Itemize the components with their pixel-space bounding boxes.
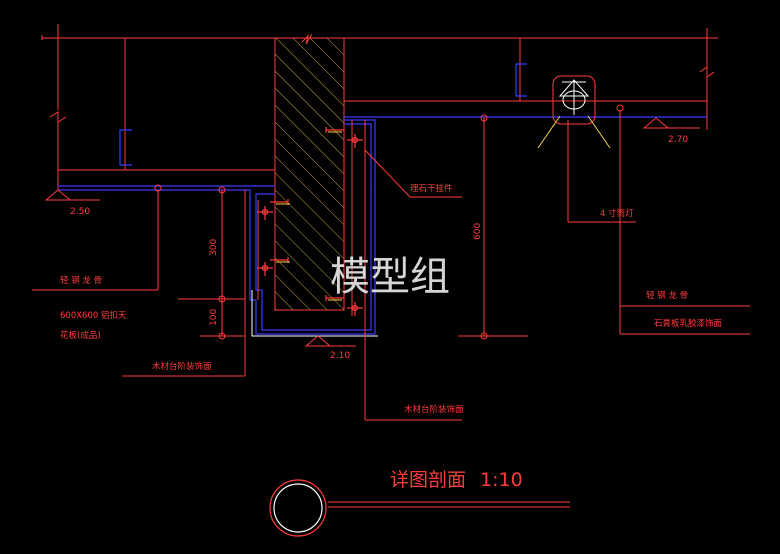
node-circles [154,104,624,340]
lamp-label: 4 寸筒灯 [600,208,634,219]
bottom-finish-label: 木材台阶装饰面 [404,404,464,415]
left-finish-label: 木材台阶装饰面 [152,361,212,372]
right-keel-label: 轻 钢 龙 骨 [646,290,688,301]
level-right-text: 2.70 [668,135,688,145]
dimension-lines [178,117,528,337]
hanger-brackets [119,63,527,166]
hanger-rods [124,38,521,170]
leader-lines [32,110,750,421]
dim-300-text: 300 [209,239,219,256]
dim-600-text: 600 [473,223,483,240]
watermark-text: 模型组 [330,254,450,300]
downlight-fixture [537,75,611,149]
title-block: 详图剖面 1:10 [269,469,570,537]
level-markers [44,117,700,347]
level-left-text: 2.50 [70,207,90,217]
step-edge [251,290,378,337]
drawing-scale: 1:10 [480,469,523,491]
inner-frame [244,120,366,420]
ceiling-board-label-2: 花板(成品) [60,330,101,341]
drawing-title: 详图剖面 [390,469,466,491]
concrete-column [274,33,345,311]
marble-hanger-clips [257,127,363,316]
dim-100-text: 100 [209,309,219,326]
gypsum-label: 石膏板乳胶漆饰面 [654,318,723,329]
left-keel-label: 轻 钢 龙 骨 [60,275,102,286]
marble-hanger-clips-yellow [276,131,342,301]
level-bottom-text: 2.10 [330,351,350,361]
finish-outline [58,116,707,335]
marble-hanger-label: 理石干挂件 [410,183,453,194]
ceiling-board-label-1: 600X600 铝扣天 [60,310,127,321]
